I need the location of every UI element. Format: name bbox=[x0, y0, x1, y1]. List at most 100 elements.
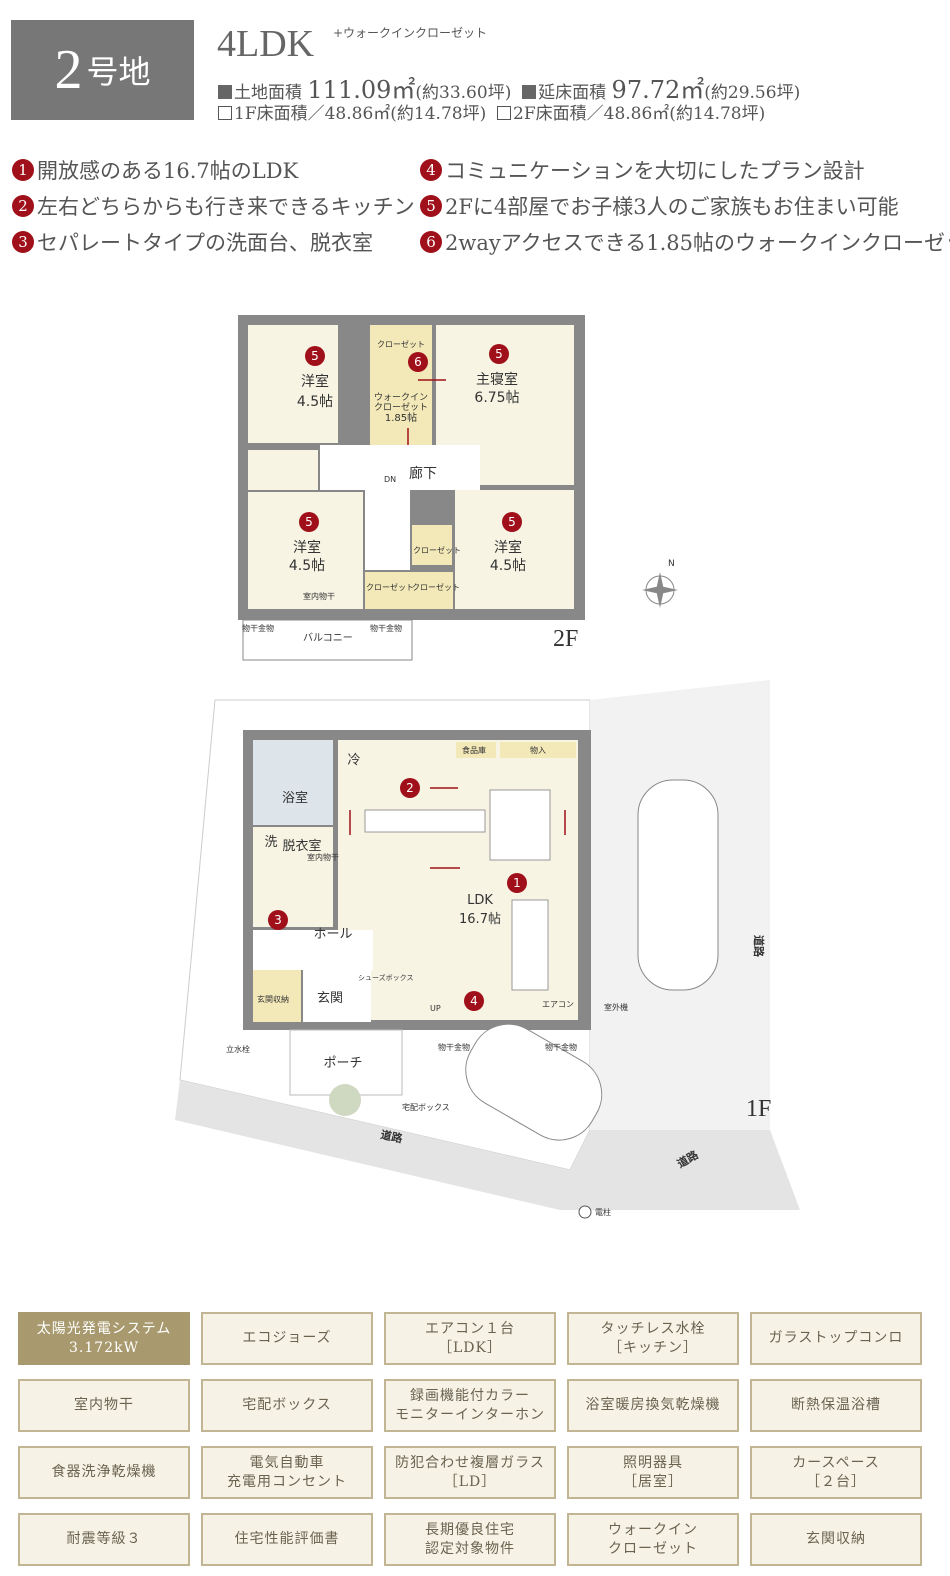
feature-label: 住宅性能評価書 bbox=[234, 1531, 340, 1547]
floor-area-tsubo: (約29.56坪) bbox=[704, 83, 801, 103]
room-label: ウォークイン bbox=[374, 392, 428, 403]
label: 開放感のある16.7帖のLDK bbox=[37, 159, 299, 183]
feature-item: 玄関収納 bbox=[750, 1513, 922, 1566]
svg-text:2: 2 bbox=[406, 781, 414, 795]
room-label: ポーチ bbox=[323, 1056, 362, 1071]
label: バルコニー bbox=[303, 632, 353, 644]
feature-label: 長期優良住宅 bbox=[425, 1521, 515, 1538]
label: 3 bbox=[12, 231, 34, 253]
feature-label: 照明器具 bbox=[623, 1454, 683, 1471]
label: 2 bbox=[12, 195, 34, 217]
feature-label: カースペース bbox=[792, 1454, 880, 1471]
feature-label: ガラストップコンロ bbox=[768, 1330, 904, 1346]
label: 立水栓 bbox=[226, 1044, 250, 1054]
feature-sublabel: ［２台］ bbox=[806, 1473, 866, 1490]
label: DN bbox=[384, 475, 396, 484]
svg-text:5: 5 bbox=[508, 515, 516, 529]
feature-sublabel: モニターインターホン bbox=[395, 1406, 545, 1423]
room-label: 廊下 bbox=[409, 465, 437, 482]
feature-label: 録画機能付カラー bbox=[410, 1387, 530, 1404]
feature-item: 住宅性能評価書 bbox=[201, 1513, 373, 1566]
label: クローゼット bbox=[412, 582, 460, 592]
label: 2Fに4部屋でお子様3人のご家族もお住まい可能 bbox=[445, 195, 899, 219]
plan-type: 4LDK bbox=[217, 23, 315, 65]
feature-label: エコジョーズ bbox=[242, 1330, 332, 1346]
label: 物干金物 bbox=[545, 1042, 577, 1052]
feature-label: タッチレス水栓 bbox=[600, 1320, 706, 1337]
feature-sublabel: 認定対象物件 bbox=[425, 1540, 515, 1557]
feature-label: 室内物干 bbox=[74, 1397, 134, 1413]
label: UP bbox=[430, 1004, 441, 1013]
room-size: 4.5帖 bbox=[490, 558, 526, 574]
lot-suffix: 号地 bbox=[86, 53, 151, 91]
svg-text:6: 6 bbox=[414, 355, 422, 369]
label: 室内物干 bbox=[303, 591, 335, 601]
feature-label: 電気自動車 bbox=[249, 1454, 325, 1471]
label: 2wayアクセスできる1.85帖のウォークインクローゼット bbox=[445, 231, 950, 255]
label: コミュニケーションを大切にしたプラン設計 bbox=[445, 159, 865, 183]
feature-item: カースペース ［２台］ bbox=[750, 1446, 922, 1499]
feature-item: 耐震等級３ bbox=[18, 1513, 190, 1566]
room-label: クローゼット bbox=[374, 401, 428, 413]
label: 食品庫 bbox=[462, 745, 486, 755]
feature-label: 耐震等級３ bbox=[66, 1531, 142, 1547]
label: 玄関収納 bbox=[257, 994, 289, 1004]
room-label: ホール bbox=[313, 927, 352, 942]
room-label: 浴室 bbox=[282, 790, 308, 806]
feature-item: エコジョーズ bbox=[201, 1312, 373, 1365]
room-size: 6.75帖 bbox=[474, 390, 519, 406]
road-label: 道路 bbox=[379, 1127, 404, 1145]
feature-item: タッチレス水栓［キッチン］ bbox=[567, 1312, 739, 1365]
feature-item: 防犯合わせ複層ガラス ［LD］ bbox=[384, 1446, 556, 1499]
feature-item: 電気自動車充電用コンセント bbox=[201, 1446, 373, 1499]
feature-sublabel: ［居室］ bbox=[623, 1473, 683, 1490]
label: 物干金物 bbox=[242, 623, 274, 633]
svg-text:5: 5 bbox=[311, 349, 319, 363]
label: 左右どちらからも行き来できるキッチン bbox=[37, 195, 415, 219]
feature-label: 食器洗浄乾燥機 bbox=[51, 1464, 157, 1480]
feature-label: 宅配ボックス bbox=[242, 1397, 332, 1413]
room-size: 4.5帖 bbox=[297, 394, 333, 410]
feature-item: 断熱保温浴槽 bbox=[750, 1379, 922, 1432]
room-label: LDK bbox=[467, 893, 493, 908]
feature-item: 録画機能付カラーモニターインターホン bbox=[384, 1379, 556, 1432]
floor-label-2f: 2F bbox=[553, 626, 579, 652]
feature-item: ウォークインクローゼット bbox=[567, 1513, 739, 1566]
feature-label: エアコン１台 bbox=[425, 1320, 515, 1337]
feature-label: 防犯合わせ複層ガラス bbox=[395, 1454, 545, 1471]
feature-label: 玄関収納 bbox=[806, 1531, 866, 1547]
feature-item: 食器洗浄乾燥機 bbox=[18, 1446, 190, 1499]
feature-label: 断熱保温浴槽 bbox=[791, 1397, 881, 1413]
floor-area-value: 97.72㎡ bbox=[611, 76, 705, 104]
feature-sublabel: 3.172kW bbox=[69, 1339, 139, 1356]
room-label: 冷 bbox=[347, 753, 360, 768]
land-area-tsubo: (約33.60坪) bbox=[415, 83, 512, 103]
label: 物干金物 bbox=[438, 1042, 470, 1052]
road-label: 道路 bbox=[752, 935, 766, 958]
feature-sublabel: ［LD］ bbox=[443, 1473, 497, 1490]
area-line-2: 1F床面積／48.86㎡(約14.78坪) 2F床面積／48.86㎡(約14.7… bbox=[218, 99, 765, 124]
shrub bbox=[329, 1084, 361, 1116]
land-area-value: 111.09㎡ bbox=[307, 76, 416, 104]
label: クローゼット bbox=[366, 582, 414, 592]
svg-text:5: 5 bbox=[305, 515, 313, 529]
room-label: 洗 bbox=[264, 835, 277, 850]
lot-number: 2 bbox=[54, 39, 83, 101]
room-label: 室内物干 bbox=[307, 852, 339, 862]
label: 物入 bbox=[530, 745, 546, 755]
area-line-1: 土地面積 111.09㎡(約33.60坪) 延床面積 97.72㎡(約29.56… bbox=[218, 70, 800, 105]
floor-area-label: 延床面積 bbox=[538, 83, 607, 103]
feature-item: ガラストップコンロ bbox=[750, 1312, 922, 1365]
svg-text:1: 1 bbox=[513, 876, 521, 890]
feature-item: 浴室暖房換気乾燥機 bbox=[567, 1379, 739, 1432]
svg-text:4: 4 bbox=[470, 994, 478, 1008]
